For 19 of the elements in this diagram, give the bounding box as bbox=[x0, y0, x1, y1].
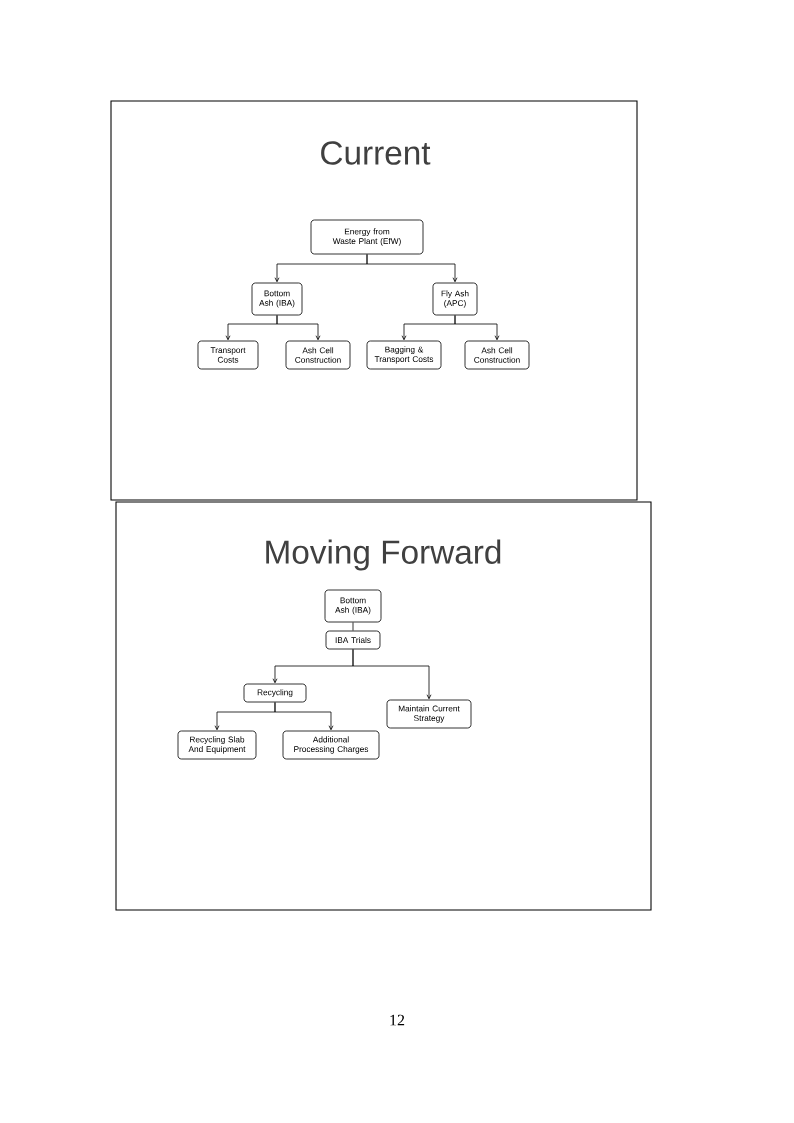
arrow bbox=[366, 254, 458, 283]
process-box: Fly Ash (APC) bbox=[432, 282, 478, 316]
process-box: Ash Cell Construction bbox=[285, 340, 351, 370]
arrow bbox=[454, 315, 500, 341]
process-box: Maintain Current Strategy bbox=[386, 699, 472, 729]
page-number: 12 bbox=[390, 1014, 405, 1026]
process-box: Additional Processing Charges bbox=[282, 730, 380, 760]
process-box: Transport Costs bbox=[197, 340, 259, 370]
process-box: Energy from Waste Plant (EfW) bbox=[310, 219, 424, 255]
process-box: Bagging & Transport Costs bbox=[366, 340, 442, 370]
process-box: Bottom Ash (IBA) bbox=[324, 589, 382, 623]
process-box: Recycling Slab And Equipment bbox=[177, 730, 257, 760]
process-box: Recycling bbox=[243, 683, 307, 703]
arrow bbox=[276, 315, 321, 341]
arrow bbox=[274, 702, 334, 731]
process-box: IBA Trials bbox=[325, 630, 381, 650]
arrow bbox=[352, 649, 432, 700]
process-box: Bottom Ash (IBA) bbox=[251, 282, 303, 316]
process-box: Ash Cell Construction bbox=[464, 340, 530, 370]
